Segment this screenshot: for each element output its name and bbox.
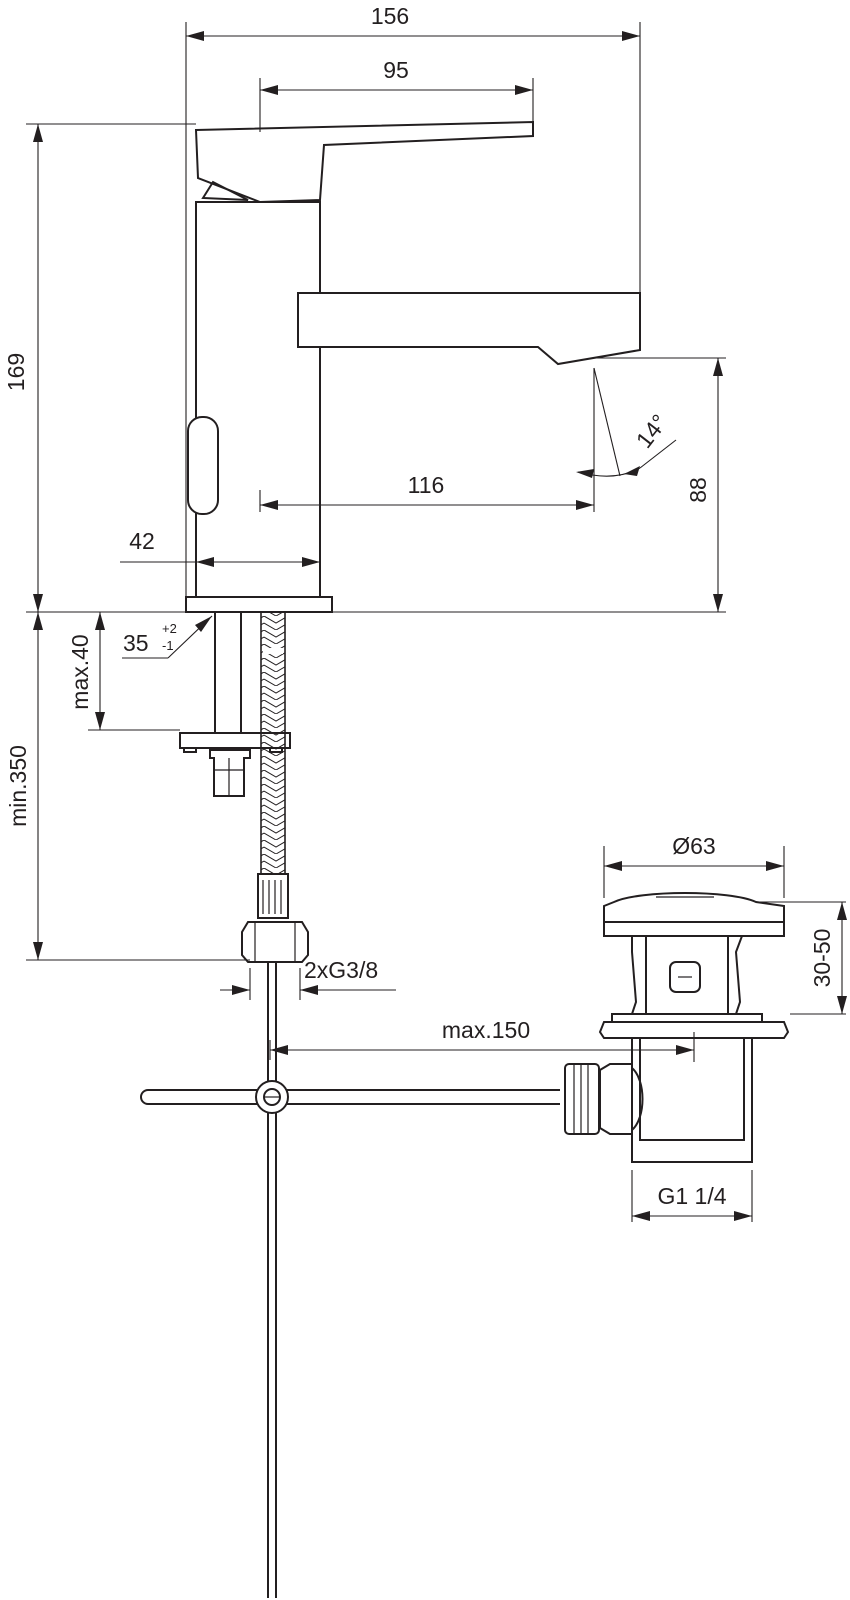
handle-base	[201, 180, 249, 201]
dim-min-hose: min.350	[5, 745, 31, 827]
dim-hole-tol-plus: +2	[162, 621, 177, 636]
dim-waste-thread: G1 1/4	[657, 1183, 726, 1209]
linkage-rod	[148, 1089, 560, 1105]
fixing-nut	[209, 749, 251, 797]
base-plate	[185, 596, 333, 613]
faucet	[185, 120, 641, 613]
spout	[297, 292, 641, 366]
dim-hole-tol-minus: -1	[162, 638, 174, 653]
dim-overall-height: 169	[3, 353, 29, 391]
mounting-assembly	[179, 611, 309, 1598]
waste-assembly	[140, 892, 790, 1163]
lever-handle	[194, 120, 534, 204]
waste-slot	[669, 961, 701, 993]
dim-base-diameter: 42	[129, 528, 155, 554]
dim-spout-angle: 14°	[631, 409, 673, 452]
dim-overall-width: 156	[371, 3, 409, 29]
dim-spout-reach: 116	[408, 472, 445, 498]
dim-max-thickness: max.40	[67, 634, 93, 709]
dim-rod-length: max.150	[442, 1017, 530, 1043]
faucet-body	[195, 201, 321, 598]
dim-connection: 2xG3/8	[304, 957, 378, 983]
dim-waste-height: 30-50	[809, 929, 835, 988]
dim-spout-height: 88	[685, 477, 711, 503]
dim-hole-diameter: 35	[123, 630, 149, 656]
branch-nut	[564, 1063, 600, 1135]
dimension-labels: 156 95 169 116 88 14° 42 35 +2 -1 max.40…	[3, 3, 835, 1209]
fixing-plate	[179, 732, 291, 749]
waste-body	[630, 935, 744, 1015]
sensor-window	[187, 416, 219, 515]
braided-hose	[260, 611, 286, 875]
waste-cap	[603, 892, 785, 923]
dim-waste-diameter: Ø63	[672, 833, 715, 859]
connection-nut	[241, 921, 309, 963]
side-branch	[599, 1063, 632, 1135]
dimension-lines	[26, 22, 847, 1222]
dim-handle-reach: 95	[383, 57, 409, 83]
